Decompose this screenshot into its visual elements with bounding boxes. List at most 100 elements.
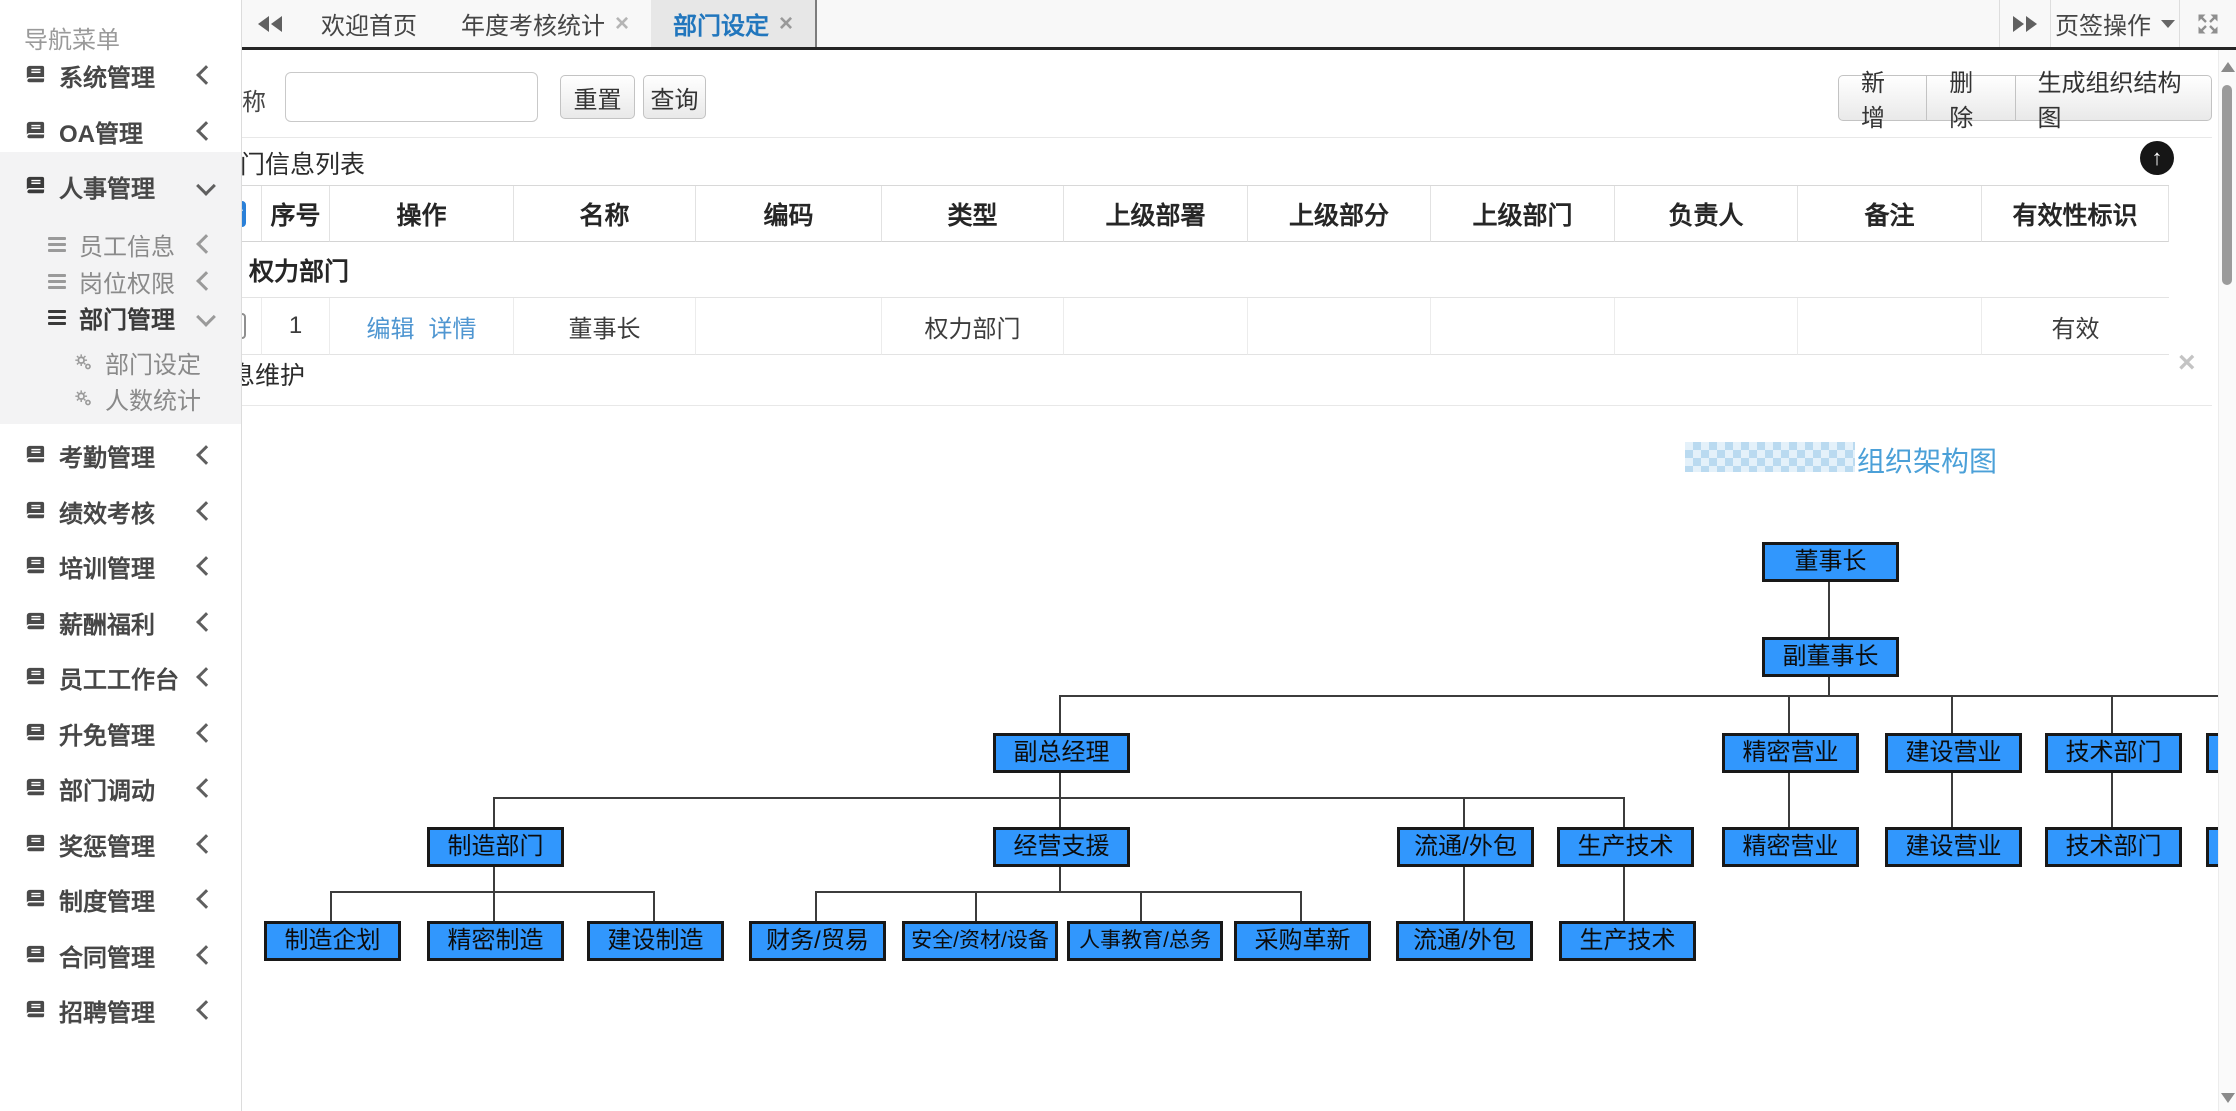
row-sup3-cell [1431,298,1615,355]
tab-welcome[interactable]: 欢迎首页 [299,0,439,47]
sidebar-item-contract-mgmt[interactable]: 合同管理 [0,935,241,975]
sidebar-item-label: 部门调动 [59,777,155,805]
sidebar-item-label: 合同管理 [59,944,155,972]
org-node[interactable]: 建设营业 [1885,733,2022,773]
search-button[interactable]: 查询 [643,75,706,119]
col-header-seq: 序号 [262,186,330,242]
org-node[interactable]: 董事长 [1762,542,1899,582]
org-node[interactable]: 建设制造 [587,921,724,961]
generate-orgchart-button[interactable]: 生成组织结构图 [2015,70,2212,132]
org-node[interactable]: 生产技术 [1559,921,1696,961]
org-node[interactable]: 制造企划 [264,921,401,961]
sidebar-item-position-permission[interactable]: 岗位权限 [0,261,241,301]
tabs-scroll-left-button[interactable] [241,0,299,47]
tab-department-setup[interactable]: 部门设定 × [651,0,818,47]
org-connector [1059,695,1061,733]
tab-close-icon[interactable]: × [779,9,794,37]
sidebar-item-employee-workbench[interactable]: 员工工作台 [0,657,241,697]
fullscreen-toggle[interactable] [2179,0,2236,47]
org-node[interactable]: 流通/外包 [1396,921,1533,961]
org-node[interactable]: 技术部门 [2045,827,2182,867]
org-connector [1951,695,1953,733]
org-node[interactable]: 建设营业 [1885,827,2022,867]
row-sup1-cell [1064,298,1248,355]
tab-operations-dropdown[interactable]: 页签操作 [2050,0,2179,47]
row-manager-cell [1615,298,1798,355]
chevron-down-icon [196,307,216,327]
reset-button[interactable]: 重置 [560,75,635,119]
sidebar-item-department-transfer[interactable]: 部门调动 [0,768,241,808]
org-connector [1463,797,1465,827]
book-icon [26,1000,45,1018]
add-button[interactable]: 新增 [1838,70,1928,132]
close-panel-icon[interactable]: × [2178,346,2196,379]
org-node[interactable]: 制造部门 [427,827,564,867]
vertical-scrollbar[interactable] [2218,50,2236,1111]
navigation-sidebar: 导航菜单 系统管理 OA管理 人事管理 员工信息 岗位权限 部门管理 部门设定 … [0,0,242,1111]
sidebar-item-department-mgmt[interactable]: 部门管理 [0,297,241,337]
sidebar-item-label: 薪酬福利 [59,611,155,639]
sidebar-item-label: 岗位权限 [79,270,175,298]
org-connector [1140,891,1142,921]
org-node[interactable]: 精密制造 [427,921,564,961]
gears-icon [75,390,91,406]
org-connector [330,891,655,893]
sidebar-item-department-setup[interactable]: 部门设定 [0,342,241,382]
org-node[interactable]: 精密营业 [1722,827,1859,867]
sidebar-item-salary-benefits[interactable]: 薪酬福利 [0,602,241,642]
delete-button[interactable]: 删除 [1927,70,2016,132]
org-node[interactable]: 副董事长 [1762,637,1899,677]
org-connector [1059,867,1061,891]
row-code-cell [696,298,882,355]
org-node[interactable]: 安全/资材/设备 [902,921,1058,961]
book-icon [26,889,45,907]
double-chevron-right-icon [2026,15,2037,32]
sidebar-item-reward-punishment[interactable]: 奖惩管理 [0,824,241,864]
org-node[interactable]: 经营支援 [993,827,1130,867]
org-connector [1788,773,1790,827]
org-node[interactable]: 财务/贸易 [749,921,886,961]
org-node[interactable]: 生产技术 [1557,827,1694,867]
org-node[interactable]: 采购革新 [1234,921,1371,961]
list-icon [48,234,66,255]
org-node[interactable]: 人事教育/总务 [1067,921,1223,961]
sidebar-item-promotion-mgmt[interactable]: 升免管理 [0,713,241,753]
sidebar-item-hr-mgmt[interactable]: 人事管理 [0,166,241,206]
sidebar-item-performance-review[interactable]: 绩效考核 [0,491,241,531]
org-connector [1059,773,1061,797]
department-table: 序号 操作 名称 编码 类型 上级部署 上级部分 上级部门 负责人 备注 有效性… [205,185,2169,355]
name-input[interactable] [285,72,538,122]
col-header-sup3: 上级部门 [1431,186,1615,242]
tabs-scroll-right-button[interactable] [1999,0,2050,47]
sidebar-item-policy-mgmt[interactable]: 制度管理 [0,879,241,919]
chevron-left-icon [196,945,216,965]
sidebar-item-system-mgmt[interactable]: 系统管理 [0,55,241,95]
org-node[interactable]: 流通/外包 [1397,827,1534,867]
sidebar-item-attendance-mgmt[interactable]: 考勤管理 [0,435,241,475]
chevron-left-icon [196,234,216,254]
book-icon [26,612,45,630]
edit-link[interactable]: 编辑 [366,315,415,343]
book-icon [26,176,45,194]
chevron-left-icon [196,65,216,85]
scrollbar-thumb[interactable] [2222,85,2232,285]
col-header-sup1: 上级部署 [1064,186,1248,242]
org-node[interactable]: 精密营业 [1722,733,1859,773]
org-node[interactable]: 技术部门 [2045,733,2182,773]
sidebar-item-recruitment-mgmt[interactable]: 招聘管理 [0,990,241,1030]
tab-label: 年度考核统计 [461,13,605,40]
sidebar-item-headcount-stats[interactable]: 人数统计 [0,378,241,418]
tab-close-icon[interactable]: × [615,9,630,37]
tab-annual-review-stats[interactable]: 年度考核统计 × [439,0,651,47]
sidebar-item-training-mgmt[interactable]: 培训管理 [0,546,241,586]
org-node[interactable]: 副总经理 [993,733,1130,773]
org-connector [1623,797,1625,827]
scroll-down-arrow-icon[interactable] [2221,1093,2235,1103]
collapse-panel-icon[interactable]: ↑ [2140,141,2174,175]
chevron-left-icon [196,501,216,521]
scroll-up-arrow-icon[interactable] [2221,62,2235,72]
detail-link[interactable]: 详情 [428,315,477,343]
sidebar-item-employee-info[interactable]: 员工信息 [0,224,241,264]
sidebar-item-oa-mgmt[interactable]: OA管理 [0,111,241,151]
book-icon [26,778,45,796]
